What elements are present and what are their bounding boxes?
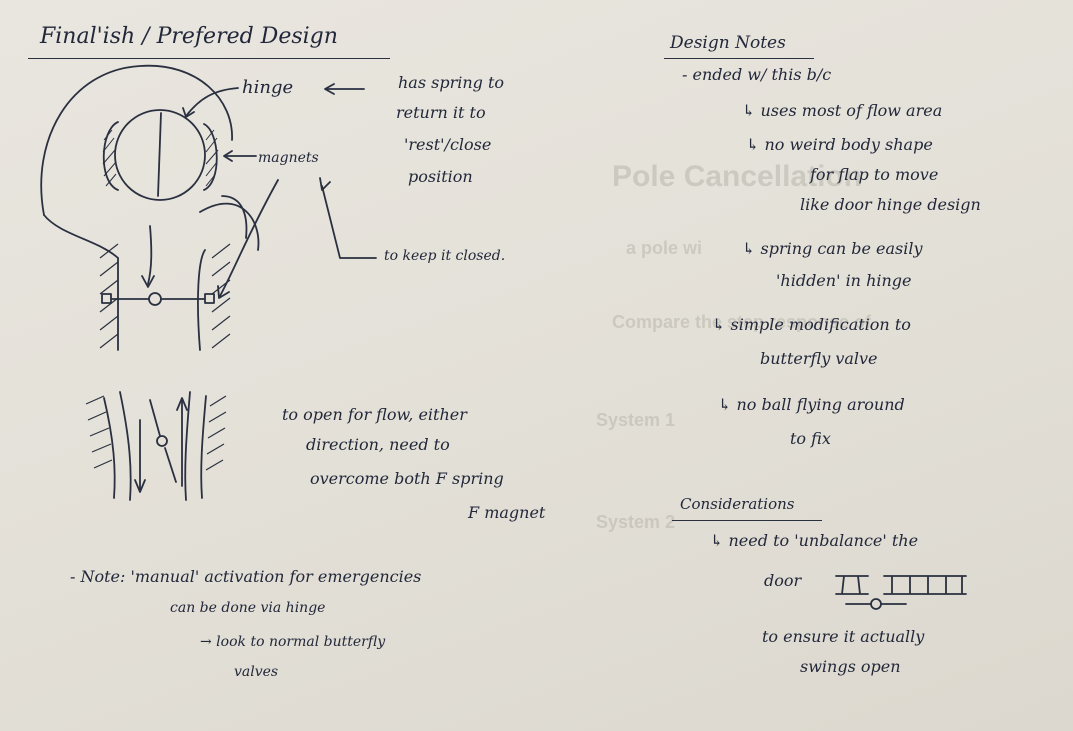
bleed-text-4: System 1 bbox=[596, 410, 676, 430]
considerations-heading: Considerations bbox=[680, 495, 795, 513]
ended-line: - ended w/ this b/c bbox=[682, 65, 832, 84]
point-5-line-1: ↳ no ball flying around bbox=[718, 395, 905, 414]
bleed-text-3: Compare the step response of bbox=[612, 312, 872, 332]
point-2-line-1: ↳ no weird body shape bbox=[746, 135, 933, 154]
design-notes-heading: Design Notes bbox=[670, 33, 786, 53]
point-1-line-1: ↳ uses most of flow area bbox=[742, 101, 943, 120]
point-4-line-2: butterfly valve bbox=[760, 349, 878, 368]
design-title: Final'ish / Prefered Design bbox=[40, 24, 338, 49]
point-3-line-2: 'hidden' in hinge bbox=[776, 271, 912, 290]
consider-end-2: swings open bbox=[800, 657, 901, 676]
spring-note-1: has spring to bbox=[398, 73, 505, 92]
point-4-line-1: ↳ simple modification to bbox=[712, 315, 911, 334]
point-2-line-3: like door hinge design bbox=[800, 195, 981, 214]
open-note-4: F magnet bbox=[468, 503, 546, 522]
manual-note-1: - Note: 'manual' activation for emergenc… bbox=[70, 567, 422, 586]
open-note-2: direction, need to bbox=[306, 435, 450, 454]
bleed-text-2: a pole wi bbox=[626, 238, 703, 258]
manual-note-2: can be done via hinge bbox=[170, 600, 326, 616]
consider-end-1: to ensure it actually bbox=[762, 627, 925, 646]
spring-note-2: return it to bbox=[396, 103, 486, 122]
open-note-1: to open for flow, either bbox=[282, 405, 467, 424]
manual-note-3: → look to normal butterfly bbox=[200, 634, 386, 650]
manual-note-4: valves bbox=[234, 664, 279, 680]
bleed-text-1: Pole Cancellation bbox=[612, 160, 863, 193]
point-3-line-1: ↳ spring can be easily bbox=[742, 239, 923, 258]
magnets-label: magnets bbox=[258, 150, 319, 166]
point-5-line-2: to fix bbox=[790, 429, 831, 448]
spring-note-4: position bbox=[408, 167, 473, 186]
spring-note-3: 'rest'/close bbox=[404, 135, 492, 154]
hinge-label: hinge bbox=[242, 77, 294, 98]
considerations-underline bbox=[672, 520, 822, 521]
point-2-line-2: for flap to move bbox=[810, 165, 939, 184]
keep-closed-note: to keep it closed. bbox=[384, 248, 506, 264]
consider-line-1: ↳ need to 'unbalance' the bbox=[710, 531, 919, 550]
open-note-3: overcome both F spring bbox=[310, 469, 504, 488]
bleed-text-5: System 2 bbox=[596, 512, 676, 532]
design-notes-underline bbox=[664, 58, 814, 59]
consider-line-2: door bbox=[764, 571, 802, 590]
title-underline bbox=[28, 58, 390, 59]
